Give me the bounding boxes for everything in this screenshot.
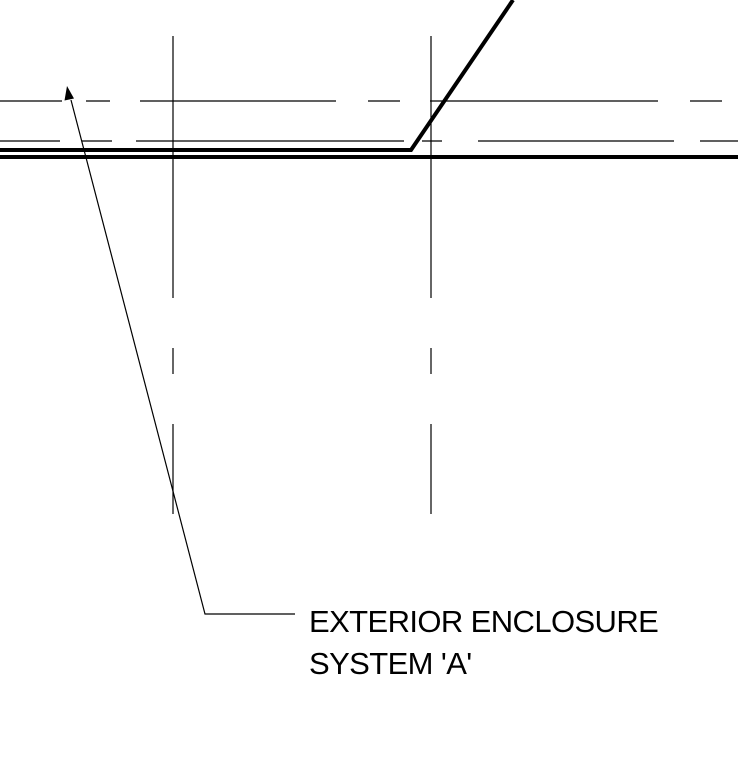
callout-label-line1: EXTERIOR ENCLOSURE (309, 604, 658, 639)
callout-leader (64, 86, 295, 615)
sloped-roof-line (0, 0, 515, 152)
leader-line (70, 99, 295, 615)
profile-lines (0, 0, 738, 159)
dashed-lines (0, 100, 738, 142)
grid-lines (172, 36, 432, 535)
leader-arrowhead (64, 86, 74, 101)
callout-label-line2: SYSTEM 'A' (309, 646, 472, 681)
